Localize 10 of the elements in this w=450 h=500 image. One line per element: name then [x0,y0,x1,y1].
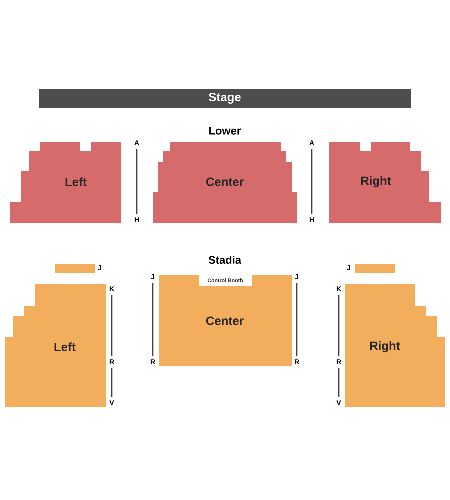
seating-section: Center [153,142,297,223]
seating-section: Left [5,284,106,407]
seating-section: Left [10,142,121,223]
seating-section: Right [329,142,441,223]
seating-block [55,264,95,273]
level-heading: Stadia [208,256,242,264]
seating-block [355,264,395,273]
seating-section: Right [345,284,445,407]
level-heading: Lower [210,127,242,135]
stage-bar: Stage [39,89,411,108]
